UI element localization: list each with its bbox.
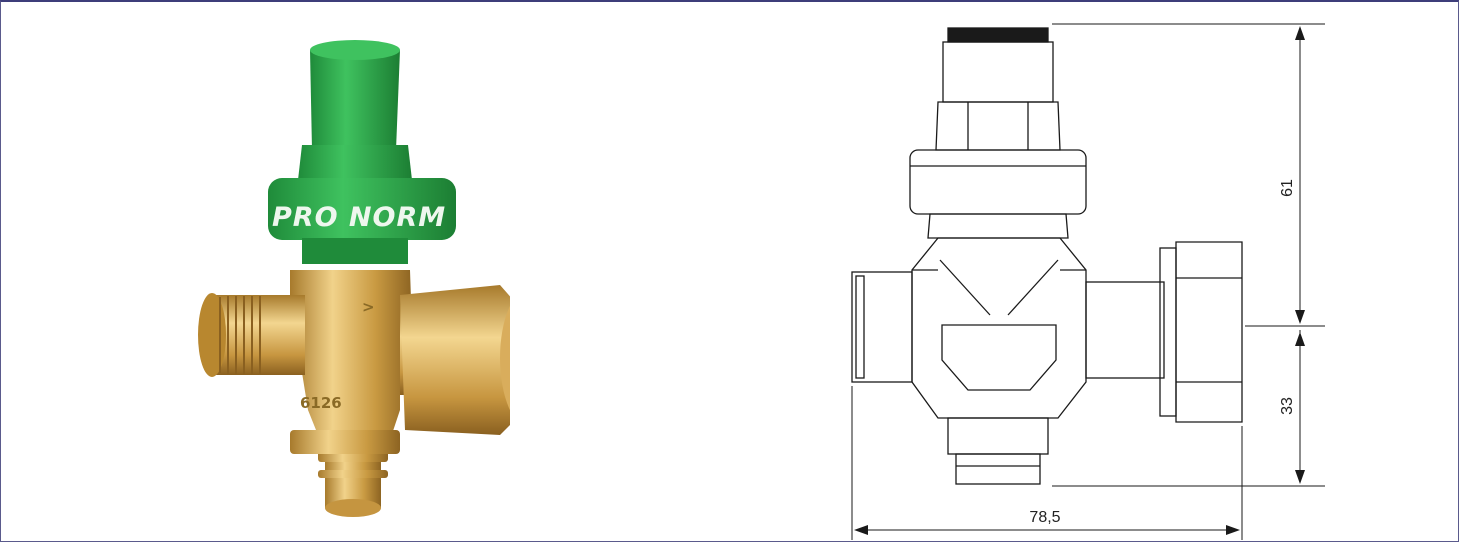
dimension-arrows	[854, 26, 1305, 535]
dim-width: 78,5	[1029, 509, 1060, 526]
dim-height-upper: 61	[1279, 179, 1296, 197]
bottom-spigot	[318, 450, 388, 517]
valve-body	[290, 270, 412, 454]
dim-height-lower: 33	[1279, 397, 1296, 415]
body-stamp: 6126	[300, 394, 342, 412]
technical-drawing: 61 33 78,5	[851, 23, 1325, 540]
right-union-nut	[400, 285, 510, 435]
valve-outline	[851, 27, 1243, 485]
valve-photo: PRO NORM > 6126	[198, 40, 510, 517]
green-adjustment-cap	[268, 40, 456, 264]
brand-text: PRO NORM	[272, 202, 446, 233]
dimension-lines	[851, 23, 1325, 540]
flow-arrow-mark: >	[362, 298, 375, 316]
left-threaded-inlet	[198, 293, 305, 377]
